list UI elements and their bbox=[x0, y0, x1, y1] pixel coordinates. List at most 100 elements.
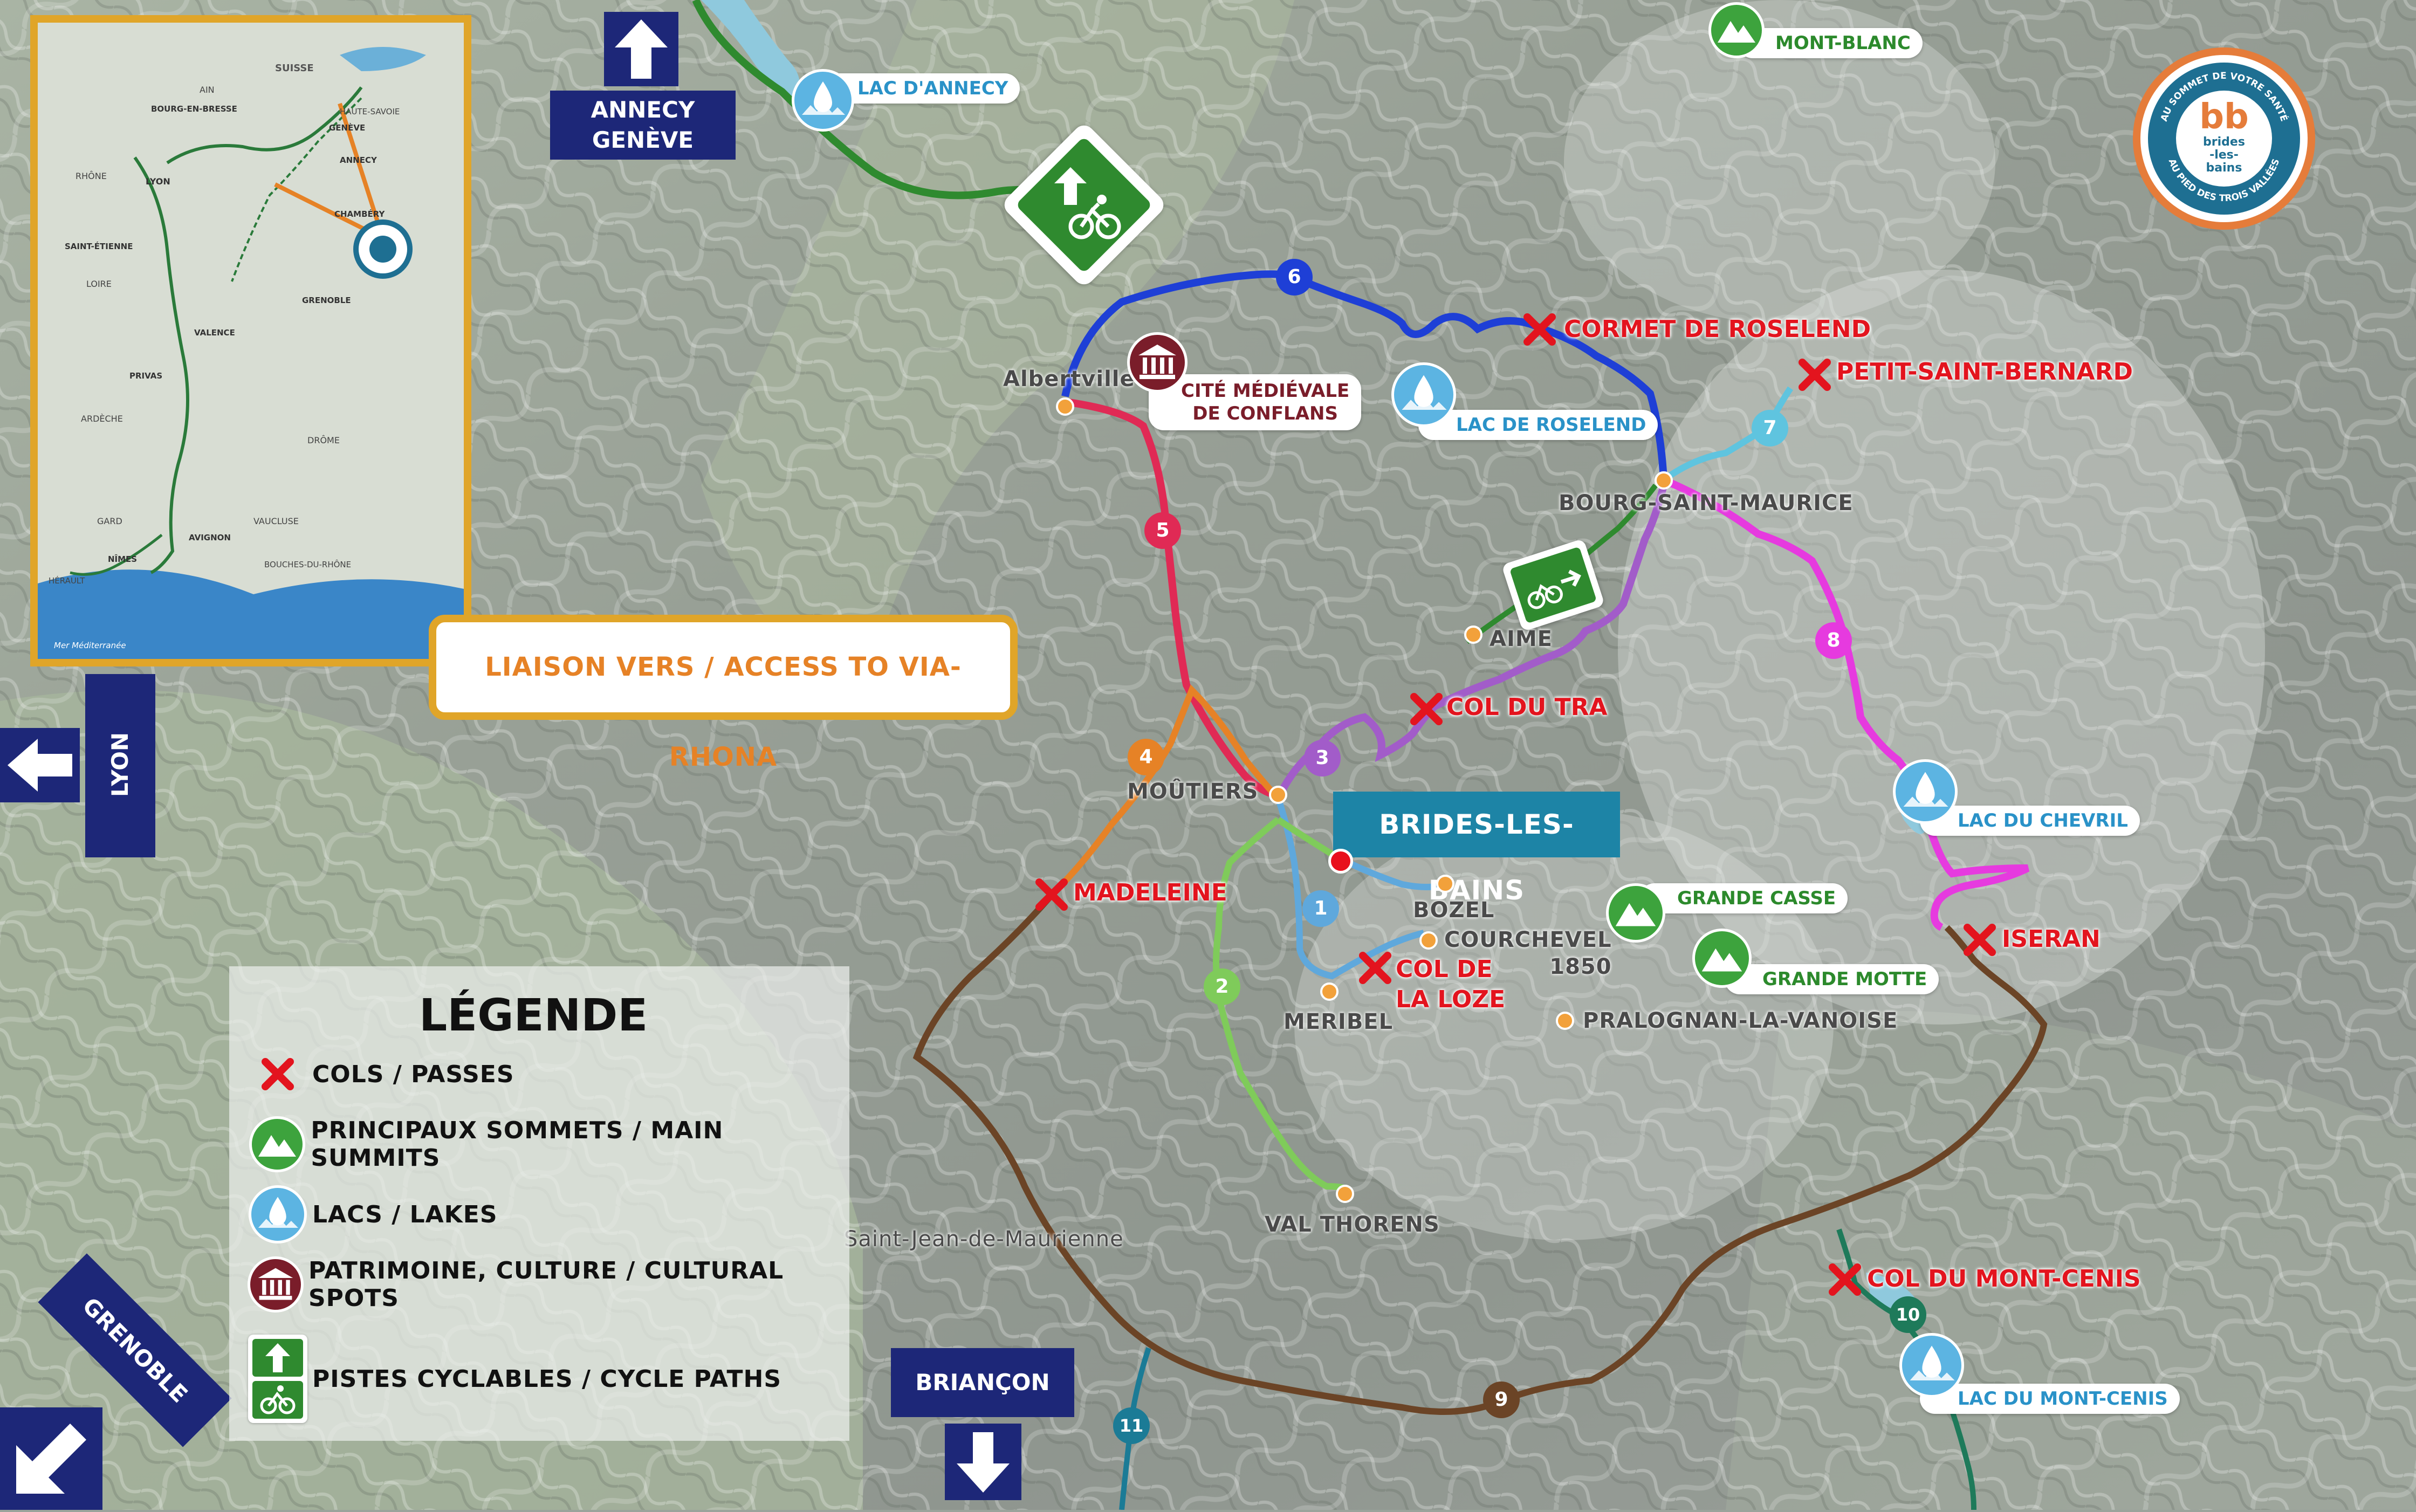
summit-grande-casse-label[interactable]: GRANDE CASSE bbox=[1639, 883, 1848, 913]
route-number-5[interactable]: 5 bbox=[1144, 512, 1181, 549]
svg-text:VAUCLUSE: VAUCLUSE bbox=[253, 516, 299, 526]
svg-text:AIN: AIN bbox=[200, 85, 215, 95]
moutiers-label[interactable]: MOÛTIERS bbox=[1127, 779, 1259, 804]
saint-jean-de-maurienne-label[interactable]: Saint-Jean-de-Maurienne bbox=[844, 1227, 1124, 1252]
albertville-label[interactable]: Albertville bbox=[1003, 367, 1135, 391]
pass-petit-saint-bernard[interactable]: PETIT-SAINT-BERNARD bbox=[1836, 358, 2133, 386]
via-rhona-inset-map[interactable]: SUISSE AIN BOURG-EN-BRESSE HAUTE-SAVOIE … bbox=[30, 15, 471, 666]
pass-madeleine[interactable]: MADELEINE bbox=[1073, 879, 1227, 906]
svg-text:HÉRAULT: HÉRAULT bbox=[49, 575, 85, 586]
legend-item-passes: COLS / PASSES bbox=[245, 1042, 514, 1106]
lyon-text: LYON bbox=[107, 732, 133, 797]
route-number-8[interactable]: 8 bbox=[1815, 622, 1852, 659]
route-number-10[interactable]: 10 bbox=[1890, 1296, 1926, 1333]
pass-cormet-de-roselend[interactable]: CORMET DE ROSELEND bbox=[1564, 315, 1871, 343]
svg-text:ANNECY: ANNECY bbox=[340, 155, 378, 165]
museum-icon bbox=[248, 1256, 304, 1312]
grenoble-arrow-icon[interactable] bbox=[0, 1407, 102, 1510]
via-rhona-link-box[interactable]: LIAISON VERS / ACCESS TO VIA-RHONA bbox=[429, 615, 1018, 772]
brides-les-bains-label[interactable]: BRIDES-LES-BAINS bbox=[1333, 792, 1620, 906]
legend-panel: LÉGENDE COLS / PASSES PRINCIPAUX SOMMETS… bbox=[229, 966, 849, 1441]
legend-item-summits: PRINCIPAUX SOMMETS / MAIN SUMMITS bbox=[245, 1112, 849, 1177]
lake-roselend-label[interactable]: LAC DE ROSELEND bbox=[1418, 410, 1658, 440]
svg-text:GARD: GARD bbox=[97, 516, 122, 526]
svg-text:ARDÈCHE: ARDÈCHE bbox=[81, 414, 123, 424]
val-thorens-label[interactable]: VAL THORENS bbox=[1265, 1212, 1440, 1237]
lake-icon bbox=[792, 69, 854, 132]
route-number-9[interactable]: 9 bbox=[1483, 1382, 1520, 1418]
lake-icon bbox=[1893, 759, 1958, 824]
legend-title: LÉGENDE bbox=[419, 990, 648, 1041]
aime-dot[interactable] bbox=[1464, 626, 1482, 644]
bourg-saint-maurice-label[interactable]: BOURG-SAINT-MAURICE bbox=[1559, 491, 1854, 516]
pass-col-de-la-loze[interactable]: COL DE LA LOZE bbox=[1396, 956, 1506, 1013]
svg-text:AVIGNON: AVIGNON bbox=[189, 533, 231, 542]
svg-text:Mer Méditerranée: Mer Méditerranée bbox=[54, 641, 126, 650]
brides-les-bains-logo[interactable]: AU SOMMET DE VOTRE SANTÉ AU PIED DES TRO… bbox=[2133, 47, 2315, 230]
cycle-path-sign-aime-icon[interactable] bbox=[1501, 538, 1605, 632]
museum-icon bbox=[1127, 332, 1188, 393]
annecy-geneve-label[interactable]: ANNECY GENÈVE bbox=[550, 91, 736, 160]
briancon-arrow-icon[interactable] bbox=[945, 1424, 1021, 1500]
lake-icon bbox=[1899, 1333, 1964, 1398]
heritage-conflans-label[interactable]: CITÉ MÉDIÉVALE DE CONFLANS bbox=[1149, 374, 1362, 430]
pass-iseran[interactable]: ISERAN bbox=[2002, 925, 2101, 953]
mountain-icon bbox=[1708, 2, 1765, 58]
courchevel-dot[interactable] bbox=[1419, 931, 1438, 950]
svg-text:DRÔME: DRÔME bbox=[307, 435, 340, 445]
cross-icon bbox=[1964, 924, 1996, 956]
svg-text:SAINT-ÉTIENNE: SAINT-ÉTIENNE bbox=[65, 241, 133, 251]
legend-label: LACS / LAKES bbox=[312, 1200, 498, 1228]
bozel-dot[interactable] bbox=[1436, 875, 1454, 893]
svg-text:RHÔNE: RHÔNE bbox=[76, 171, 107, 181]
svg-text:BOURG-EN-BRESSE: BOURG-EN-BRESSE bbox=[151, 104, 237, 114]
pralognan-label[interactable]: PRALOGNAN-LA-VANOISE bbox=[1583, 1008, 1898, 1033]
pralognan-dot[interactable] bbox=[1556, 1012, 1574, 1030]
legend-label: PATRIMOINE, CULTURE / CULTURAL SPOTS bbox=[308, 1257, 784, 1312]
bozel-label[interactable]: BOZEL bbox=[1413, 898, 1495, 923]
route-number-3[interactable]: 3 bbox=[1304, 740, 1341, 776]
moutiers-dot[interactable] bbox=[1269, 786, 1287, 804]
route-number-6[interactable]: 6 bbox=[1276, 259, 1313, 295]
cross-icon bbox=[1410, 693, 1443, 725]
cycle-path-icon bbox=[248, 1335, 307, 1423]
route-number-2[interactable]: 2 bbox=[1204, 968, 1240, 1005]
svg-text:LOIRE: LOIRE bbox=[86, 279, 112, 289]
cross-icon bbox=[1523, 313, 1556, 346]
lyon-label[interactable]: LYON bbox=[85, 674, 155, 857]
brides-les-bains-marker[interactable] bbox=[1328, 849, 1353, 874]
cross-icon bbox=[262, 1058, 294, 1090]
meribel-dot[interactable] bbox=[1320, 982, 1339, 1001]
annecy-arrow-icon[interactable] bbox=[604, 12, 678, 86]
mountain-icon bbox=[1692, 929, 1752, 988]
cross-icon bbox=[1799, 359, 1831, 391]
summit-grande-motte-label[interactable]: GRANDE MOTTE bbox=[1725, 964, 1939, 994]
lake-icon bbox=[1391, 362, 1456, 427]
svg-text:BOUCHES-DU-RHÔNE: BOUCHES-DU-RHÔNE bbox=[264, 559, 351, 569]
pass-col-du-tra[interactable]: COL DU TRA bbox=[1446, 693, 1608, 721]
route-number-11[interactable]: 11 bbox=[1113, 1407, 1150, 1444]
summit-mont-blanc-label[interactable]: MONT-BLANC bbox=[1738, 28, 1923, 58]
svg-text:PRIVAS: PRIVAS bbox=[129, 371, 162, 381]
briancon-label[interactable]: BRIANÇON bbox=[891, 1348, 1074, 1417]
legend-label: PRINCIPAUX SOMMETS / MAIN SUMMITS bbox=[311, 1117, 724, 1172]
albertville-dot[interactable] bbox=[1056, 397, 1074, 416]
svg-text:GRENOBLE: GRENOBLE bbox=[302, 295, 351, 305]
cycle-path-sign-glyph bbox=[1054, 167, 1121, 239]
pass-col-du-mont-cenis[interactable]: COL DU MONT-CENIS bbox=[1867, 1265, 2141, 1293]
aime-label[interactable]: AIME bbox=[1490, 627, 1553, 651]
courchevel-label[interactable]: COURCHEVEL 1850 bbox=[1444, 927, 1612, 979]
legend-item-lakes: LACS / LAKES bbox=[245, 1182, 498, 1247]
logo-name: brides -les- bains bbox=[2203, 135, 2245, 175]
meribel-label[interactable]: MERIBEL bbox=[1284, 1009, 1394, 1034]
bourg-saint-maurice-dot[interactable] bbox=[1655, 471, 1673, 490]
lake-annecy-shape bbox=[701, 0, 800, 102]
mountain-icon bbox=[1606, 883, 1665, 943]
lake-chevril-label[interactable]: LAC DU CHEVRIL bbox=[1920, 806, 2140, 836]
val-thorens-dot[interactable] bbox=[1336, 1185, 1354, 1203]
route-number-7[interactable]: 7 bbox=[1752, 410, 1788, 446]
route-number-4[interactable]: 4 bbox=[1128, 739, 1164, 775]
lake-mont-cenis-label[interactable]: LAC DU MONT-CENIS bbox=[1920, 1384, 2180, 1414]
lyon-arrow-icon[interactable] bbox=[0, 728, 80, 802]
route-number-1[interactable]: 1 bbox=[1302, 890, 1339, 927]
